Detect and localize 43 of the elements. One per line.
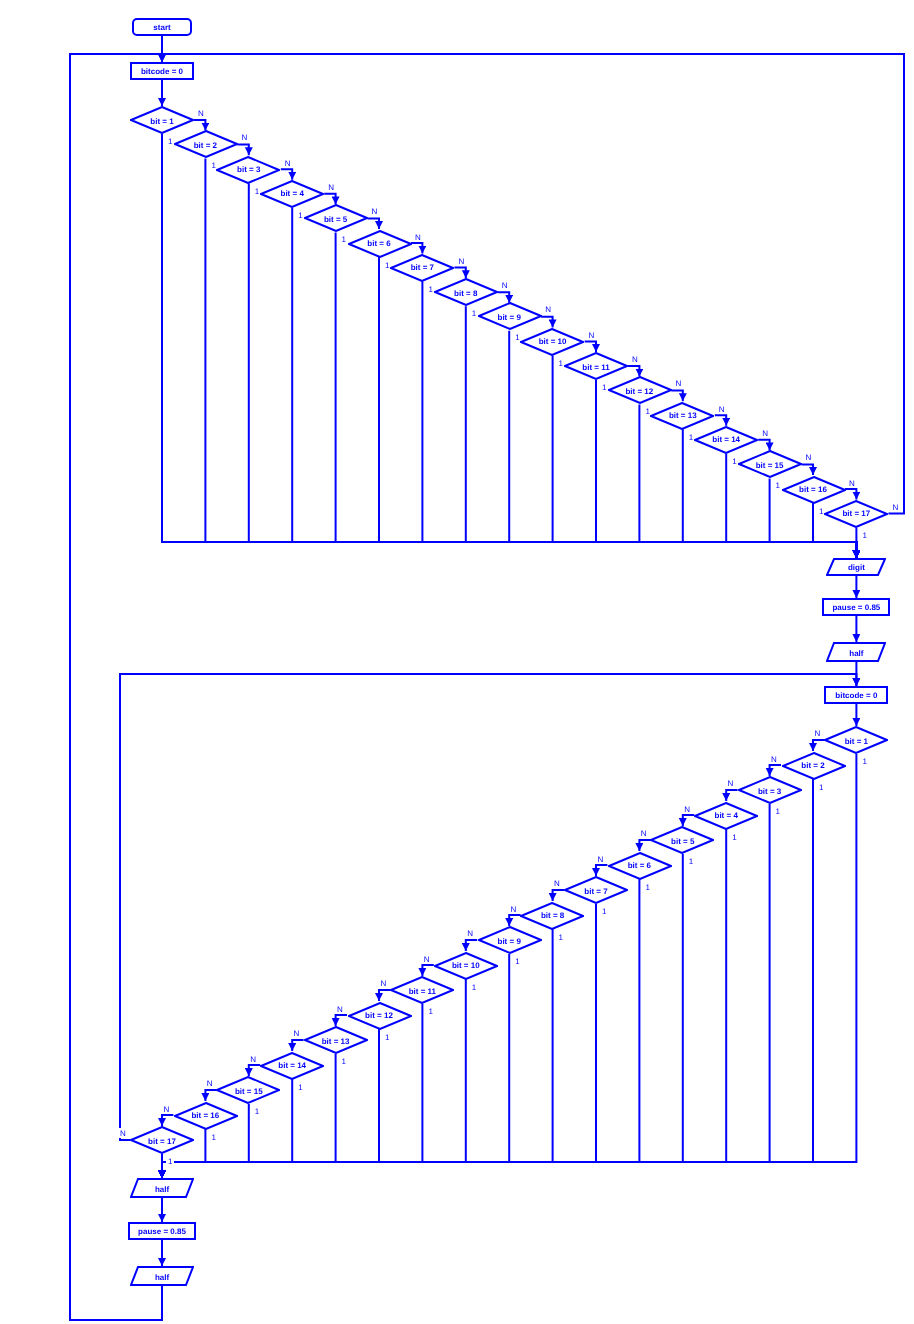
connector-arrow xyxy=(323,192,340,206)
connector-arrow xyxy=(366,217,383,230)
connector-arrow xyxy=(852,575,861,599)
connector-arrow xyxy=(505,914,522,927)
connector-arrow xyxy=(583,340,600,353)
connector-arrow xyxy=(592,864,609,877)
connector-arrow xyxy=(765,764,782,777)
connector-arrow xyxy=(288,1039,305,1052)
connector-arrow xyxy=(722,789,739,802)
connector-arrow xyxy=(236,143,253,157)
connector-arrow xyxy=(461,939,479,952)
connector-arrow xyxy=(548,889,565,902)
connector-arrow xyxy=(193,119,210,132)
connector-arrow xyxy=(158,1197,166,1223)
connector-arrow xyxy=(844,488,861,501)
connector-arrow xyxy=(410,242,427,255)
connector-arrow xyxy=(119,673,861,1141)
connector-arrow xyxy=(244,1064,262,1077)
connector-arrow xyxy=(418,964,435,977)
connector-arrow xyxy=(69,53,166,1321)
connector-arrow xyxy=(158,1114,175,1127)
connector-arrow xyxy=(158,79,166,107)
connector-arrow xyxy=(279,168,297,181)
connector-arrow xyxy=(809,739,826,752)
connector-arrow xyxy=(635,839,652,852)
connector-arrow xyxy=(158,1153,166,1179)
connector-arrow xyxy=(852,703,861,727)
connector-arrow xyxy=(496,291,514,304)
connector-arrow xyxy=(375,989,392,1002)
connector-arrow xyxy=(678,814,696,827)
connector-arrow xyxy=(627,365,644,378)
connector-arrow xyxy=(158,53,905,515)
connector-arrow xyxy=(331,1014,348,1027)
connector-arrow xyxy=(453,266,470,280)
connector-arrow xyxy=(540,315,557,329)
connector-arrow xyxy=(757,438,774,452)
connector-arrow xyxy=(852,526,861,559)
connector-arrow xyxy=(201,1089,218,1102)
connector-arrow xyxy=(158,1239,166,1267)
connector-arrow xyxy=(670,389,687,403)
connector-arrow xyxy=(713,414,731,427)
connector-arrow xyxy=(800,463,817,476)
connector-arrow xyxy=(852,615,861,643)
